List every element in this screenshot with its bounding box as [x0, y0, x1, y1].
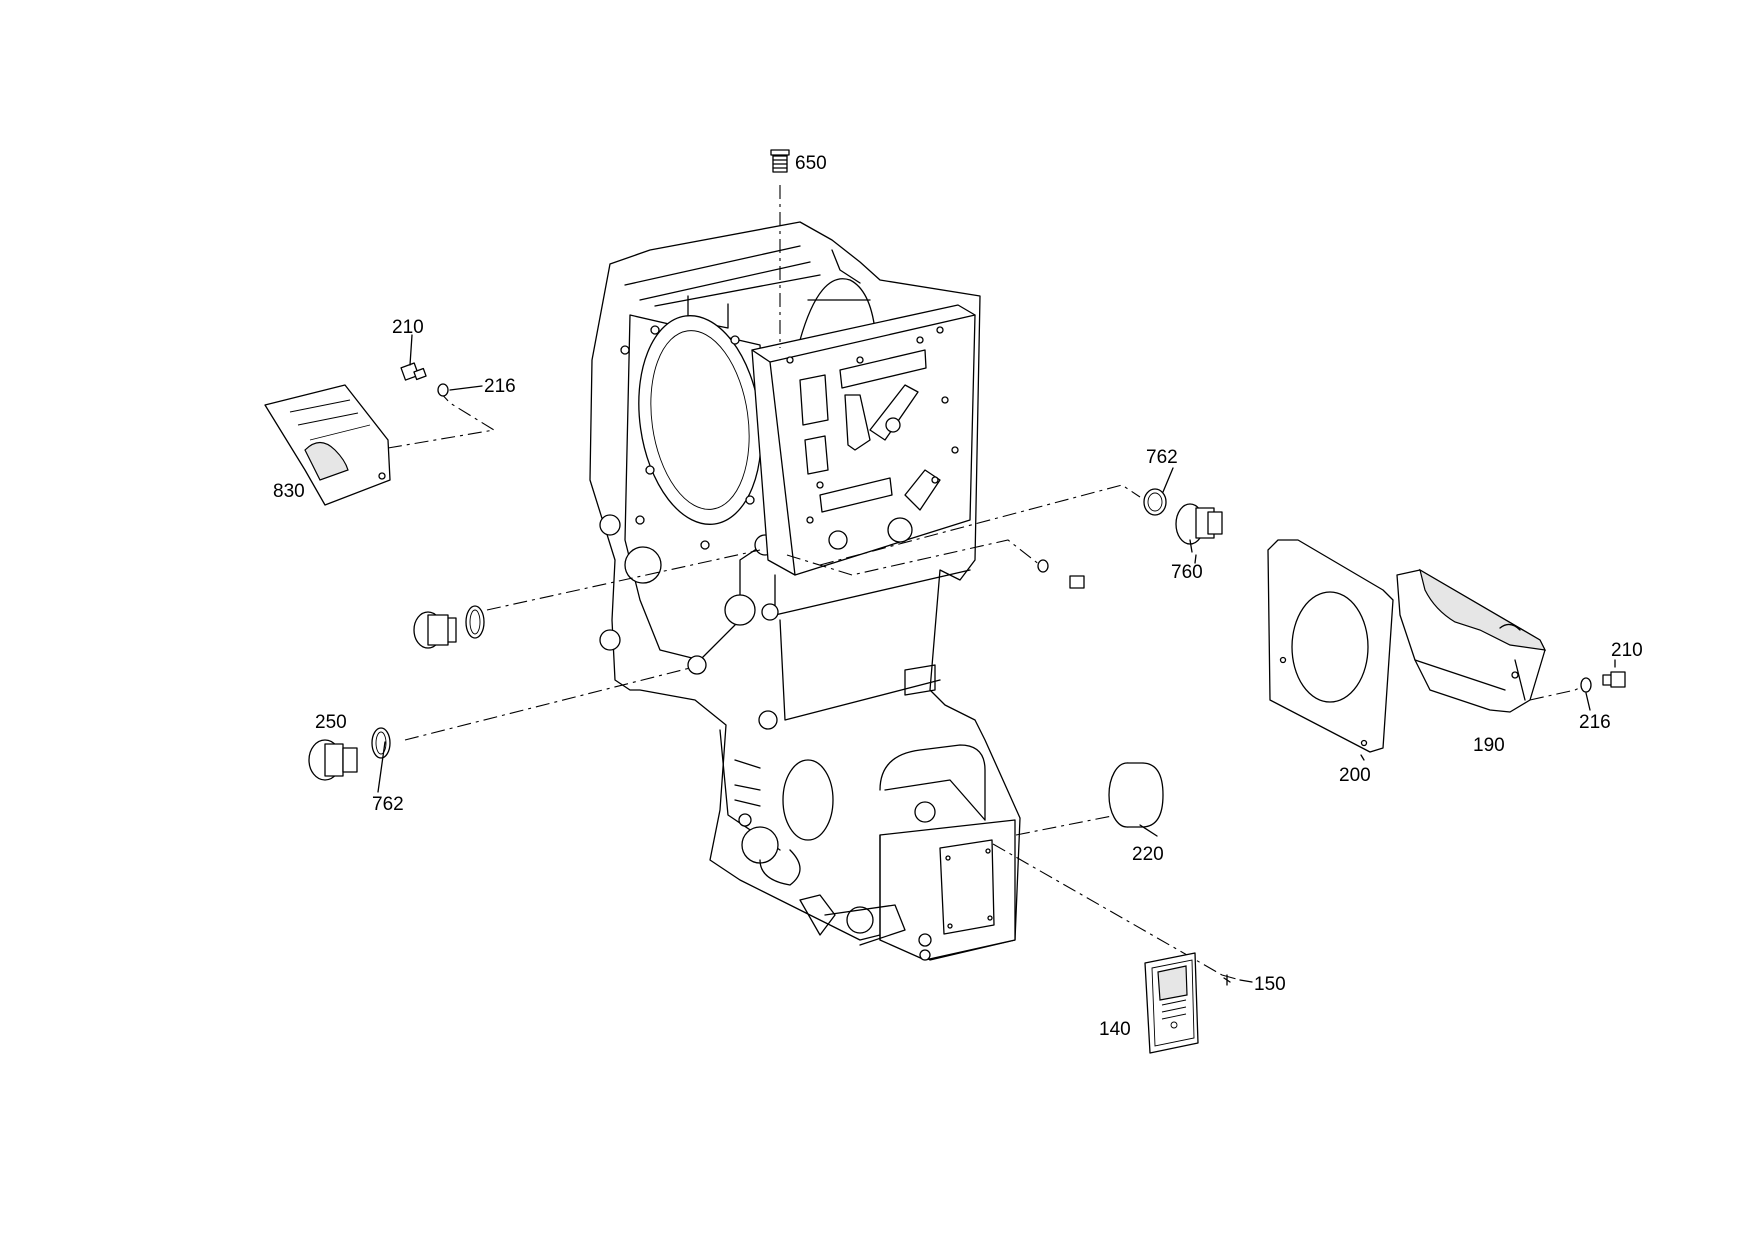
part-650-plug[interactable] — [770, 149, 790, 173]
callout-210-left: 210 — [392, 317, 424, 338]
callout-830: 830 — [273, 481, 305, 502]
callout-200: 200 — [1339, 765, 1371, 786]
callout-140: 140 — [1099, 1019, 1131, 1040]
callout-650: 650 — [795, 153, 827, 174]
part-200-gasket[interactable] — [1267, 539, 1394, 753]
part-762-bottom-seal-ring[interactable] — [371, 727, 391, 759]
small-washer[interactable] — [1037, 559, 1049, 573]
callout-216-left: 216 — [484, 376, 516, 397]
callout-190: 190 — [1473, 735, 1505, 756]
callout-250: 250 — [315, 712, 347, 733]
small-bolt[interactable] — [1069, 575, 1085, 589]
callout-210-right: 210 — [1611, 640, 1643, 661]
part-190-cover[interactable] — [1396, 568, 1547, 713]
part-220-cap[interactable] — [1108, 762, 1164, 828]
callout-150: 150 — [1254, 974, 1286, 995]
part-140-name-plate[interactable] — [1144, 952, 1199, 1054]
part-830-cover-sheet[interactable] — [264, 384, 391, 506]
part-216-left-washer[interactable] — [437, 383, 449, 397]
callout-220: 220 — [1132, 844, 1164, 865]
transmission-housing — [589, 221, 1021, 961]
part-762-top-seal-ring[interactable] — [1143, 488, 1167, 516]
leader-lines — [377, 334, 1616, 983]
assembly-lines — [387, 185, 1586, 981]
part-150-rivet[interactable] — [1223, 974, 1231, 986]
part-216-right-washer[interactable] — [1580, 677, 1592, 693]
callout-762-bottom: 762 — [372, 794, 404, 815]
part-210-right-bolt[interactable] — [1602, 671, 1626, 688]
seal-ring-inner — [375, 731, 387, 755]
part-760-plug[interactable] — [1175, 503, 1223, 553]
part-250-plug[interactable] — [308, 739, 358, 781]
callout-216-right: 216 — [1579, 712, 1611, 733]
part-210-left-bolt[interactable] — [400, 362, 427, 381]
seal-ring-inner — [1147, 492, 1163, 512]
callout-762-top: 762 — [1146, 447, 1178, 468]
left-plug-with-ring[interactable] — [413, 605, 485, 649]
callout-labels: 650 210 216 830 762 760 250 762 220 200 … — [273, 153, 1643, 1040]
callout-760: 760 — [1171, 562, 1203, 583]
